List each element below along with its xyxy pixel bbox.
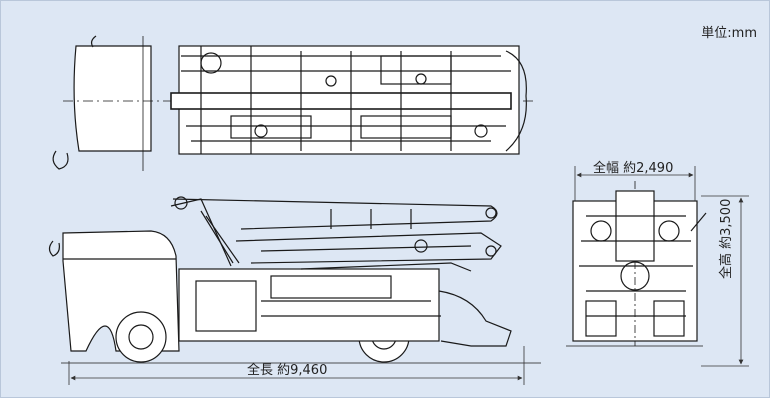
rear-view (566, 181, 707, 347)
width-dimension-label: 全幅 約2,490 (593, 161, 674, 176)
side-view (48, 196, 541, 364)
truck-drawing (48, 35, 749, 385)
top-view (52, 35, 536, 171)
unit-label: 単位:mm (701, 26, 757, 41)
length-dimension-label: 全長 約9,460 (247, 363, 328, 378)
dimension-lines (68, 166, 749, 385)
diagram-panel: 単位:mm 全幅 約2,490 全長 約9,460 全高 約3,500 (0, 0, 770, 398)
height-dimension-label: 全高 約3,500 (719, 198, 734, 279)
